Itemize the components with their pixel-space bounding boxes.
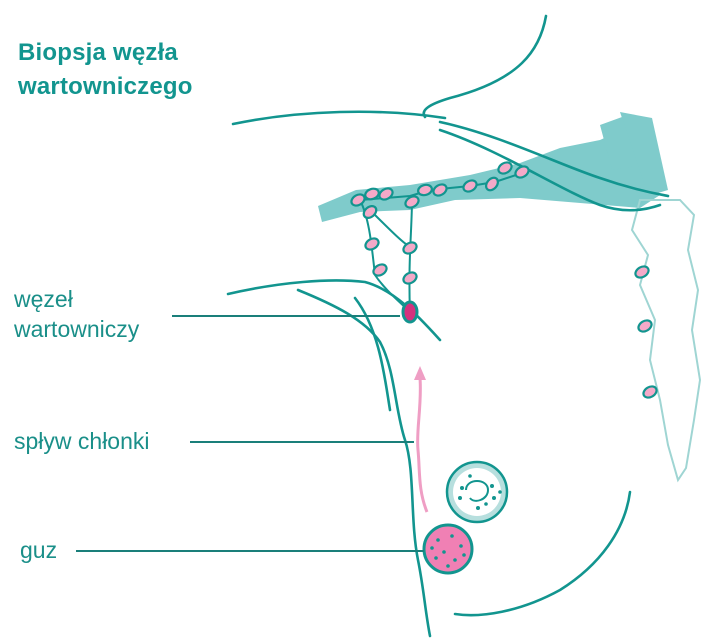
nipple xyxy=(447,462,507,522)
diagram-title: Biopsja węzła wartowniczego xyxy=(18,36,278,104)
label-sentinel-node: węzeł wartowniczy xyxy=(14,284,139,344)
label-sentinel-line-1: węzeł xyxy=(14,284,139,314)
label-tumor: guz xyxy=(20,535,57,565)
label-sentinel-line-2: wartowniczy xyxy=(14,314,139,344)
lymph-node xyxy=(401,270,418,286)
lymph-node xyxy=(633,264,650,280)
title-line-1: Biopsja węzła xyxy=(18,36,278,70)
lymph-node xyxy=(363,236,380,252)
title-line-2: wartowniczego xyxy=(18,70,278,104)
label-lymph-flow: spływ chłonki xyxy=(14,426,150,456)
sentinel-node xyxy=(403,302,417,322)
tumor xyxy=(424,525,472,573)
lymph-flow-arrow xyxy=(414,366,427,512)
chest-wall-outline xyxy=(632,200,700,480)
lymph-node xyxy=(636,318,653,334)
